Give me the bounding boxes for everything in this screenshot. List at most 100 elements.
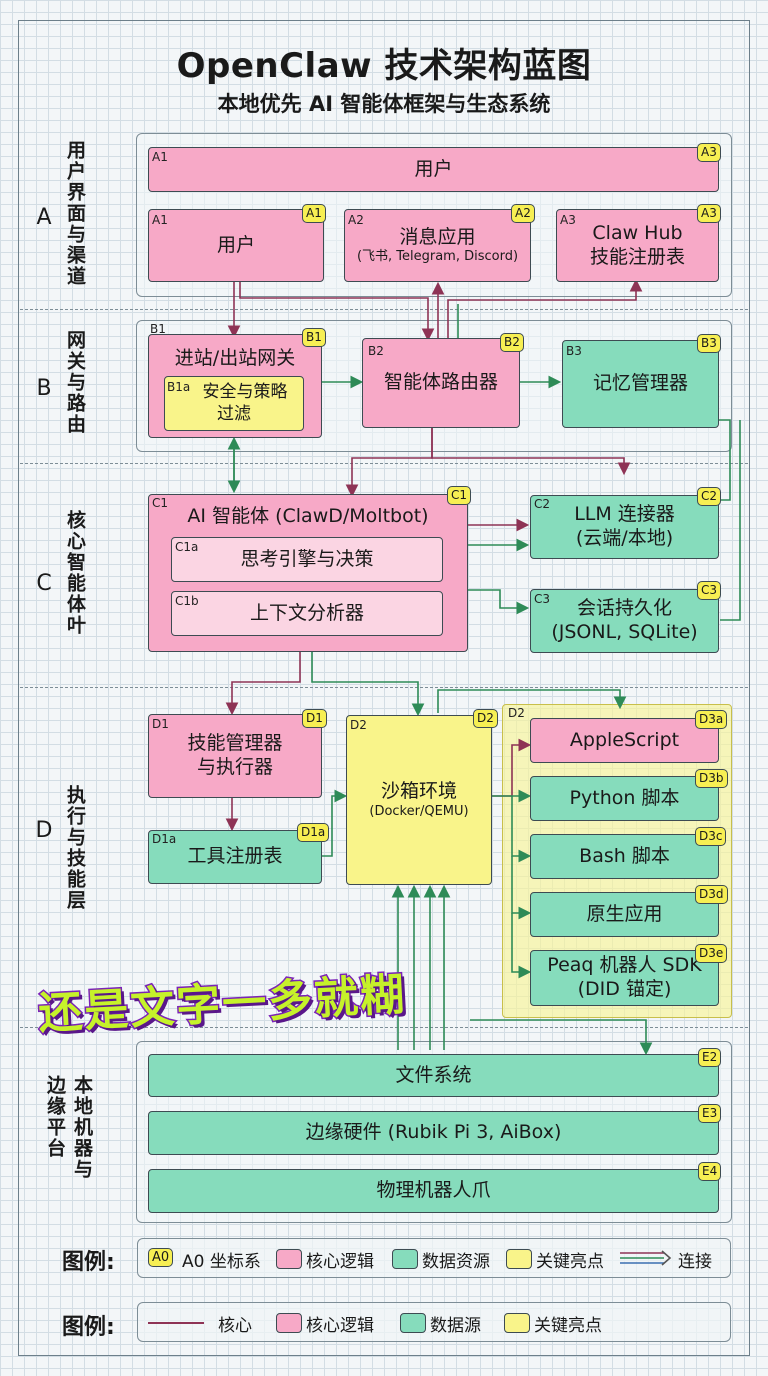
page-frame: [18, 20, 750, 1356]
node-a-top-tag: A1: [152, 150, 168, 164]
legend1-item-highlight: 关键亮点: [536, 1252, 604, 1272]
separator-bc: [20, 463, 748, 464]
node-d2-badge: D2: [473, 709, 498, 728]
node-e4-badge: E4: [698, 1162, 722, 1181]
node-b3-label: 记忆管理器: [592, 372, 688, 395]
node-d1a-label: 工具注册表: [187, 845, 283, 868]
node-d3b-label: Python 脚本: [569, 786, 680, 809]
node-d3a-label: AppleScript: [569, 728, 680, 751]
node-a3-tag: A3: [560, 213, 576, 227]
node-b2-label: 智能体路由器: [383, 371, 498, 394]
node-a3-clawhub: Claw Hub 技能注册表: [556, 209, 719, 282]
node-a2-badge: A2: [511, 204, 535, 223]
node-d1-label1: 技能管理器: [187, 732, 283, 755]
node-d1a-tool-registry: 工具注册表: [148, 830, 322, 884]
d3-group-tag: D2: [508, 706, 525, 720]
node-e3-badge: E3: [698, 1104, 722, 1123]
node-c1a-tag: C1a: [175, 540, 199, 554]
node-a3-badge: A3: [697, 204, 721, 223]
node-d1a-badge: D1a: [297, 823, 330, 842]
node-d1-label2: 与执行器: [196, 756, 273, 778]
legend1-item-connection: 连接: [678, 1252, 712, 1272]
node-c3-badge: C3: [697, 581, 722, 600]
node-a1-badge: A1: [302, 204, 326, 223]
node-b3-badge: B3: [697, 334, 721, 353]
node-d2-sandbox: 沙箱环境 (Docker/QEMU): [346, 715, 492, 885]
node-c1-badge: C1: [447, 486, 472, 505]
node-c1a-label: 思考引擎与决策: [240, 547, 374, 570]
node-d3c-bash-script: Bash 脚本: [530, 834, 719, 879]
node-d1-badge: D1: [302, 709, 327, 728]
node-b1-label: 进站/出站网关: [174, 347, 296, 369]
legend2-panel: 核心 核心逻辑 数据源 关键亮点: [137, 1302, 731, 1342]
legend2-swatch-core-logic: [276, 1313, 302, 1333]
legend2-core-line: [148, 1322, 204, 1324]
node-d1-tag: D1: [152, 717, 169, 731]
node-d2-label: 沙箱环境: [380, 780, 457, 802]
node-c1-tag: C1: [152, 496, 169, 510]
legend1-title: 图例:: [62, 1250, 115, 1275]
node-c1-label: AI 智能体 (ClawD/Moltbot): [187, 505, 429, 527]
node-c2-llm-connector: LLM 连接器 (云端/本地): [530, 495, 719, 559]
legend1-panel: A0 A0 坐标系 核心逻辑 数据资源 关键亮点 连接: [137, 1238, 731, 1278]
node-d1a-tag: D1a: [152, 832, 177, 846]
node-a2-sub: (飞书, Telegram, Discord): [356, 249, 519, 265]
node-d3c-badge: D3c: [695, 827, 727, 846]
node-c1a-thinking-engine: 思考引擎与决策: [171, 537, 443, 582]
legend1-badge: A0: [148, 1248, 174, 1267]
node-a1-tag: A1: [152, 213, 168, 227]
legend1-swatch-core: [276, 1249, 302, 1269]
node-a2-label: 消息应用: [399, 225, 476, 248]
node-e4-robot-claw: 物理机器人爪: [148, 1169, 719, 1213]
node-b1a-security-filter: 安全与策略 过滤: [164, 376, 304, 431]
section-b-letter: B: [36, 376, 52, 401]
node-c1b-label: 上下文分析器: [249, 601, 364, 624]
page-subtitle: 本地优先 AI 智能体框架与生态系统: [217, 92, 551, 116]
legend1-swatch-data: [392, 1249, 418, 1269]
node-c1b-tag: C1b: [175, 594, 199, 608]
node-a3-label2: 技能注册表: [589, 245, 685, 268]
node-e2-filesystem: 文件系统: [148, 1054, 719, 1097]
node-c3-label2: (JSONL, SQLite): [551, 621, 698, 643]
node-b1-badge: B1: [302, 328, 326, 347]
node-b2-badge: B2: [500, 333, 524, 352]
legend2-title: 图例:: [62, 1315, 115, 1340]
node-a1-user: 用户: [148, 209, 324, 282]
node-d3c-label: Bash 脚本: [579, 844, 670, 867]
legend1-swatch-highlight: [506, 1249, 532, 1269]
legend1-item-coords: A0 坐标系: [182, 1252, 261, 1272]
node-b2-tag: B2: [368, 344, 384, 358]
node-a-top-label: 用户: [414, 157, 453, 180]
section-d-label: 执行与技能层: [64, 785, 86, 911]
node-a-top-badge: A3: [697, 143, 721, 162]
legend1-item-data: 数据资源: [422, 1252, 490, 1272]
legend2-swatch-data-source: [400, 1313, 426, 1333]
node-d1-skill-manager: 技能管理器 与执行器: [148, 714, 322, 798]
separator-de: [20, 1027, 748, 1028]
node-c1b-context-analyzer: 上下文分析器: [171, 591, 443, 636]
node-e3-label: 边缘硬件 (Rubik Pi 3, AiBox): [305, 1121, 562, 1144]
legend2-item-core-logic: 核心逻辑: [306, 1316, 374, 1336]
section-a-letter: A: [36, 205, 52, 230]
separator-ab: [20, 309, 748, 310]
node-b1-tag: B1: [150, 322, 166, 336]
node-d3e-label2: (DID 锚定): [577, 978, 672, 1000]
node-c2-label2: (云端/本地): [575, 527, 674, 549]
node-e4-label: 物理机器人爪: [376, 1179, 491, 1202]
node-c2-badge: C2: [697, 487, 722, 506]
node-d3a-applescript: AppleScript: [530, 718, 719, 763]
section-d-letter: D: [35, 818, 53, 843]
node-c3-label1: 会话持久化: [576, 597, 672, 620]
node-b3-memory-manager: 记忆管理器: [562, 340, 719, 428]
node-d3e-badge: D3e: [695, 944, 728, 963]
node-c3-session-persistence: 会话持久化 (JSONL, SQLite): [530, 589, 719, 653]
page-title: OpenClaw 技术架构蓝图: [176, 46, 592, 86]
node-a1-label: 用户: [216, 233, 255, 256]
node-b2-agent-router: 智能体路由器: [362, 338, 520, 428]
node-d3b-badge: D3b: [695, 769, 728, 788]
separator-cd: [20, 687, 748, 688]
node-e2-label: 文件系统: [395, 1063, 472, 1086]
node-d3e-peaq-sdk: Peaq 机器人 SDK (DID 锚定): [530, 950, 719, 1006]
node-b1a-tag: B1a: [167, 380, 191, 394]
